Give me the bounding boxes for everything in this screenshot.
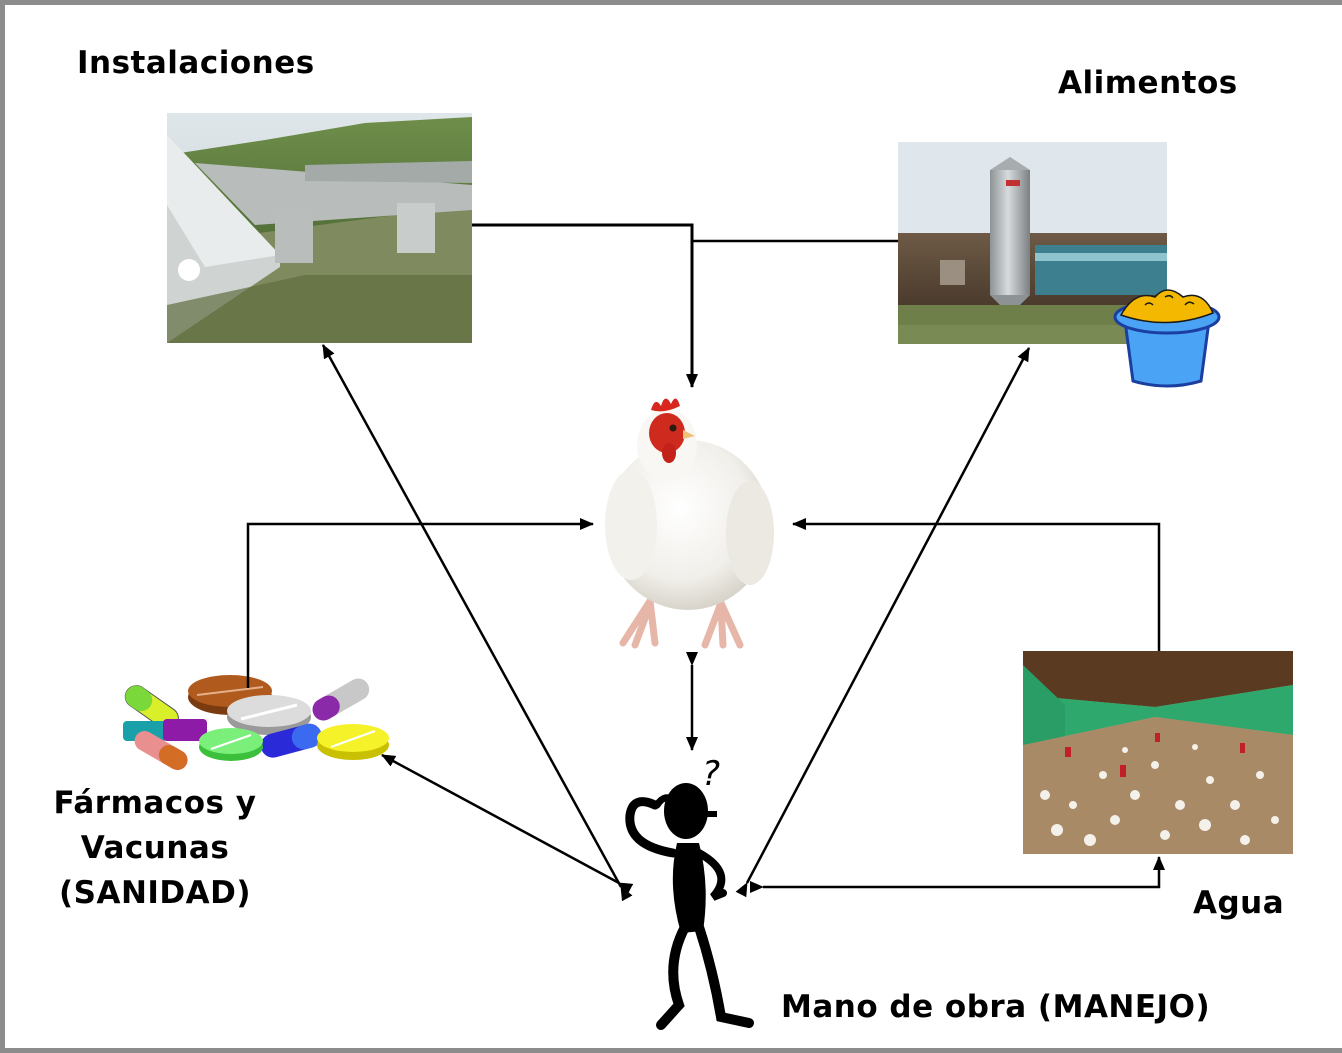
- svg-text:?: ?: [702, 754, 720, 794]
- edge-farmacos-pollo: [246, 518, 594, 688]
- label-farmacos-line-3: (SANIDAD): [58, 875, 252, 911]
- edge-mano-agua: [750, 856, 1165, 893]
- broiler-barn-interior-photo: [1023, 651, 1293, 854]
- label-farmacos: Fármacos y Vacunas (SANIDAD): [35, 781, 275, 916]
- label-instalaciones: Instalaciones: [77, 45, 315, 81]
- thinking-man-icon: ?: [625, 754, 754, 1030]
- diagram-canvas: ?: [123, 113, 1293, 1030]
- edge-agua-pollo: [792, 518, 1161, 651]
- label-agua: Agua: [1193, 885, 1285, 921]
- label-farmacos-line-2: Vacunas: [80, 830, 230, 866]
- pills-capsules-icon: [123, 675, 389, 770]
- edge-instalaciones-pollo: [472, 223, 698, 388]
- edge-mano-alimentos: [735, 347, 1031, 898]
- poultry-house-photo: [167, 113, 472, 343]
- edge-mano-instalaciones: [321, 344, 633, 902]
- label-mano-de-obra: Mano de obra (MANEJO): [781, 989, 1211, 1025]
- connectors: [246, 223, 1165, 902]
- label-alimentos: Alimentos: [1058, 65, 1238, 101]
- chicken-photo: [605, 398, 774, 649]
- edge-mano-farmacos: [381, 753, 634, 895]
- feed-bucket-icon: [1113, 289, 1221, 388]
- label-farmacos-line-1: Fármacos y: [53, 785, 257, 821]
